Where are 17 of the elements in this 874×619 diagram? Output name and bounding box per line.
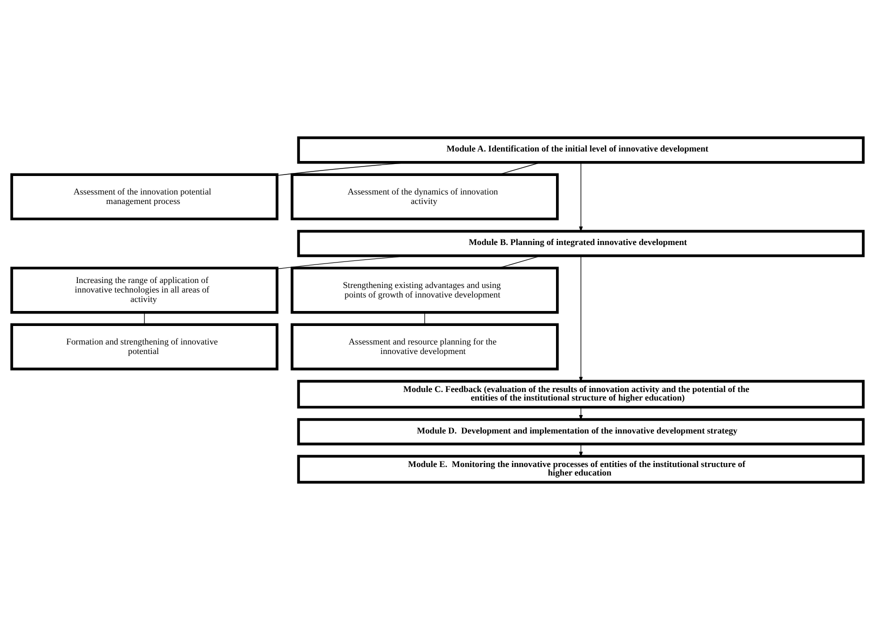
node-box: Module A. Identification of the initial level of innovative development — [296, 136, 864, 164]
node-box: Assessment of the innovation potential management process — [10, 172, 278, 220]
arrow — [578, 255, 582, 382]
node-box: Assessment and resource planning for the innovative development — [290, 322, 558, 370]
connector — [276, 162, 410, 176]
node-box: Increasing the range of application of innovative technologies in all areas of activity — [10, 266, 278, 314]
node-box: Module B. Planning of integrated innovative development — [296, 229, 864, 257]
node-box: Module C. Feedback (evaluation of the results of innovation activity and the potential of the entities of the institutional structure of higher education) — [296, 379, 864, 408]
node-box: Strengthening existing advantages and using points of growth of innovative development — [290, 266, 558, 314]
node-box: Formation and strengthening of innovative potential — [10, 322, 278, 370]
node-box: Module E. Monitoring the innovative processes of entities of the institutional structure of higher education — [296, 454, 864, 484]
arrow — [578, 162, 582, 232]
node-box: Module D. Development and implementation of the innovative development strategy — [296, 418, 864, 445]
node-box: Assessment of the dynamics of innovation activity — [290, 172, 558, 220]
connector — [424, 312, 425, 324]
connector — [498, 254, 541, 268]
connector — [276, 254, 410, 269]
